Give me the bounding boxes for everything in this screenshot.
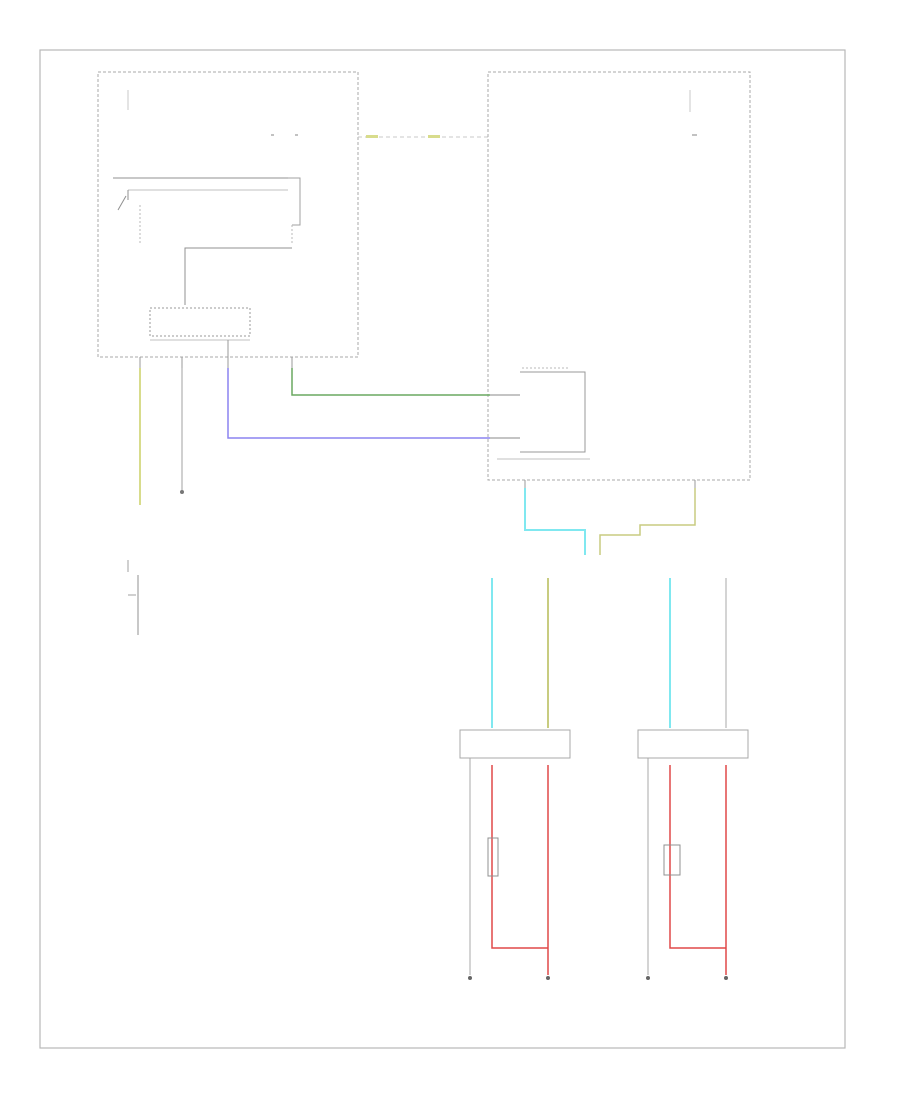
right-box-outline: [487, 71, 751, 481]
right-control-box: [487, 71, 751, 488]
cyan-trunk: [524, 488, 586, 555]
trunk-wires: [491, 488, 727, 728]
left-box-outline: [97, 71, 359, 358]
right-heater-out-red: [669, 765, 726, 949]
yg-trunk: [599, 488, 696, 555]
ground-terminal: [180, 490, 184, 494]
green-wire: [291, 368, 490, 396]
connector-mark-left: [366, 135, 378, 138]
right-heater-unit: [637, 729, 749, 980]
left-wire-group: [139, 368, 520, 505]
left-control-box: [97, 71, 359, 368]
left-heater-unit: [459, 729, 571, 980]
left-heater-inner-sensor: [487, 837, 499, 877]
blue-wire: [227, 368, 490, 439]
switch-block: [127, 560, 139, 635]
right-heater-connector-terminal: [724, 976, 728, 980]
relay-bracket: [288, 177, 301, 226]
left-heater-connector-terminal: [546, 976, 550, 980]
right-heater-inner-sensor: [663, 844, 681, 876]
left-heater-out-red: [491, 765, 548, 949]
right-heater-body: [637, 729, 749, 759]
inter-box-connector: [358, 135, 488, 138]
control-unit: [149, 307, 251, 337]
inner-module: [520, 371, 586, 453]
right-heater-ground-terminal: [646, 976, 650, 980]
control-feed-wire: [184, 247, 292, 305]
left-heater-ground-terminal: [468, 976, 472, 980]
connector-mark-right: [428, 135, 440, 138]
relay-switch-arm: [117, 195, 127, 211]
left-heater-body: [459, 729, 571, 759]
diagram-frame: [39, 49, 846, 1049]
